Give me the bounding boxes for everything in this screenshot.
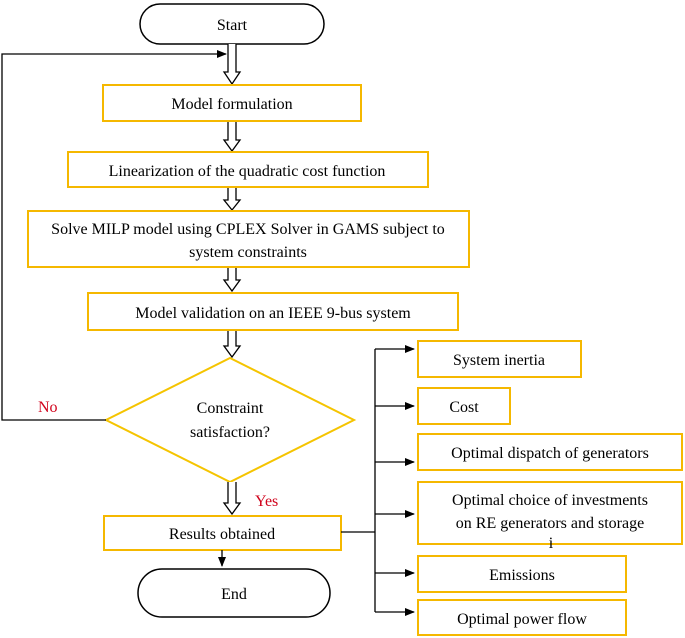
output-optimal-investments: Optimal choice of investments on RE gene… <box>417 481 683 552</box>
output-investments-line2: on RE generators and storage <box>456 515 644 532</box>
end-terminal: End <box>137 568 331 618</box>
decision-label-line2: satisfaction? <box>190 424 270 441</box>
step-model-formulation: Model formulation <box>102 84 362 122</box>
step-validation: Model validation on an IEEE 9-bus system <box>87 292 459 331</box>
output-emissions-label: Emissions <box>489 567 555 584</box>
double-arrow-3 <box>222 188 242 212</box>
output-inertia-label: System inertia <box>453 352 545 369</box>
output-system-inertia: System inertia <box>417 340 582 378</box>
solve-label-line1: Solve MILP model using CPLEX Solver in G… <box>51 221 445 238</box>
output-investments-line1: Optimal choice of investments <box>452 492 648 509</box>
step-solve-milp: Solve MILP model using CPLEX Solver in G… <box>27 210 470 268</box>
step-results: Results obtained <box>103 515 342 551</box>
no-feedback-loop: No <box>1 50 227 421</box>
start-terminal: Start <box>139 3 325 45</box>
solve-label-line2: system constraints <box>189 244 307 261</box>
validation-label: Model validation on an IEEE 9-bus system <box>135 305 411 322</box>
linearization-label: Linearization of the quadratic cost func… <box>109 163 386 180</box>
output-optimal-dispatch: Optimal dispatch of generators <box>417 433 683 471</box>
double-arrow-4 <box>222 268 242 293</box>
output-dispatch-label: Optimal dispatch of generators <box>451 445 649 462</box>
step-linearization: Linearization of the quadratic cost func… <box>67 151 429 188</box>
output-emissions: Emissions <box>417 555 627 593</box>
double-arrow-1 <box>222 44 242 86</box>
output-power-flow-label: Optimal power flow <box>457 611 587 628</box>
output-cost-label: Cost <box>449 399 479 416</box>
start-label: Start <box>217 17 248 34</box>
decision-label-line1: Constraint <box>197 400 264 417</box>
output-cost: Cost <box>417 387 511 425</box>
results-label: Results obtained <box>169 526 275 543</box>
double-arrow-2 <box>222 122 242 153</box>
double-arrow-yes: Yes <box>222 482 278 516</box>
output-investments-line3: i <box>549 535 554 552</box>
no-label: No <box>38 399 58 416</box>
yes-label: Yes <box>255 493 278 510</box>
decision-constraint: Constraint satisfaction? <box>103 356 357 484</box>
end-label: End <box>221 586 247 603</box>
output-bus <box>341 345 415 616</box>
model-formulation-label: Model formulation <box>171 96 292 113</box>
double-arrow-5 <box>222 331 242 359</box>
output-optimal-power-flow: Optimal power flow <box>417 599 627 636</box>
